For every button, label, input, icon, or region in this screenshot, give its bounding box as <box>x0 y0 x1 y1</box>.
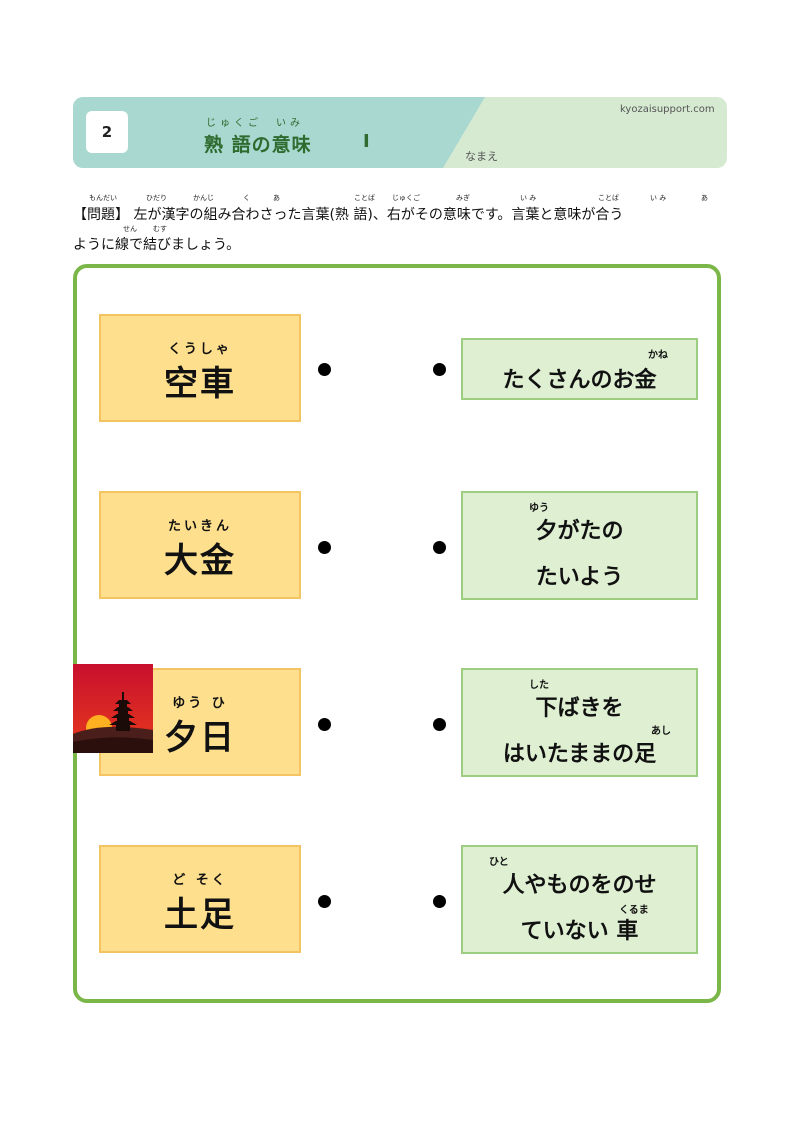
ruby-musu: むす <box>153 225 167 233</box>
left-word-4: 土足 <box>164 895 236 935</box>
ruby-imi-2: い み <box>650 194 667 202</box>
left-dot-4[interactable] <box>318 895 331 908</box>
sunset-pagoda-illustration <box>73 664 153 753</box>
title-suffix: Ⅰ <box>363 131 370 152</box>
left-word-1: 空車 <box>164 364 236 404</box>
matching-frame <box>73 264 721 1003</box>
instruction-line-2: ように線で結びましょう。 <box>73 237 241 253</box>
meaning-4-line-1: 人やものをのせ <box>502 873 657 898</box>
left-word-3: 夕日 <box>164 718 236 758</box>
meaning-3-line-1: 下ばきを <box>535 696 624 721</box>
left-word-box-4: ど そく 土足 <box>99 845 301 953</box>
right-dot-3[interactable] <box>433 718 446 731</box>
meaning-ruby-4b: くるま <box>619 905 649 916</box>
left-word-box-1: くうしゃ 空車 <box>99 314 301 422</box>
left-word-2: 大金 <box>164 541 236 581</box>
name-label: なまえ <box>465 150 498 163</box>
left-dot-2[interactable] <box>318 541 331 554</box>
title-ruby: じゅくご いみ <box>206 118 304 129</box>
left-word-box-2: たいきん 大金 <box>99 491 301 599</box>
meaning-box-2: ゆう 夕がたの たいよう <box>461 491 698 600</box>
instruction-line-1: 【問題】 左が漢字の組み合わさった言葉(熟 語)、右がその意味です。言葉と意味が… <box>73 207 624 223</box>
ruby-imi: い み <box>520 194 537 202</box>
left-dot-1[interactable] <box>318 363 331 376</box>
right-dot-2[interactable] <box>433 541 446 554</box>
meaning-box-1: かね たくさんのお金 <box>461 338 698 400</box>
left-ruby-4: ど そく <box>172 873 228 888</box>
ruby-kotoba: ことば <box>354 194 375 202</box>
meaning-1-line-1: たくさんのお金 <box>502 368 657 393</box>
meaning-ruby-3b: あし <box>651 726 671 737</box>
worksheet-number: 2 <box>86 111 128 153</box>
meaning-ruby-3a: した <box>529 680 549 691</box>
ruby-sen: せん <box>123 225 137 233</box>
right-dot-1[interactable] <box>433 363 446 376</box>
meaning-2-line-1: 夕がたの <box>535 519 624 544</box>
site-url: kyozaisupport.com <box>620 104 715 115</box>
ruby-jukugo: じゅくご <box>392 194 420 202</box>
meaning-ruby-4a: ひと <box>489 857 509 868</box>
meaning-ruby-2: ゆう <box>529 503 549 514</box>
meaning-box-4: ひと 人やものをのせ くるま ていない 車 <box>461 845 698 954</box>
ruby-kotoba-2: ことば <box>598 194 619 202</box>
right-dot-4[interactable] <box>433 895 446 908</box>
meaning-3-line-2: はいたままの足 <box>502 742 657 767</box>
meaning-2-line-2: たいよう <box>535 565 624 590</box>
ruby-a: あ <box>273 194 280 202</box>
ruby-hidari: ひだり <box>146 194 167 202</box>
ruby-migi: みぎ <box>456 194 470 202</box>
left-ruby-2: たいきん <box>167 519 232 534</box>
page-title: 熟 語の意味 <box>204 134 312 156</box>
left-ruby-3: ゆう ひ <box>172 696 228 711</box>
meaning-4-line-2: ていない 車 <box>520 919 639 944</box>
ruby-mondai: もんだい <box>89 194 117 202</box>
left-ruby-1: くうしゃ <box>168 342 232 357</box>
meaning-ruby-1: かね <box>648 350 668 361</box>
meaning-box-3: した 下ばきを あし はいたままの足 <box>461 668 698 777</box>
ruby-ku: く <box>243 194 250 202</box>
ruby-kanji: かんじ <box>193 194 214 202</box>
left-dot-3[interactable] <box>318 718 331 731</box>
header-banner <box>73 97 727 168</box>
instructions: 【問題】 左が漢字の組み合わさった言葉(熟 語)、右がその意味です。言葉と意味が… <box>73 200 733 260</box>
ruby-au: あ <box>701 194 708 202</box>
